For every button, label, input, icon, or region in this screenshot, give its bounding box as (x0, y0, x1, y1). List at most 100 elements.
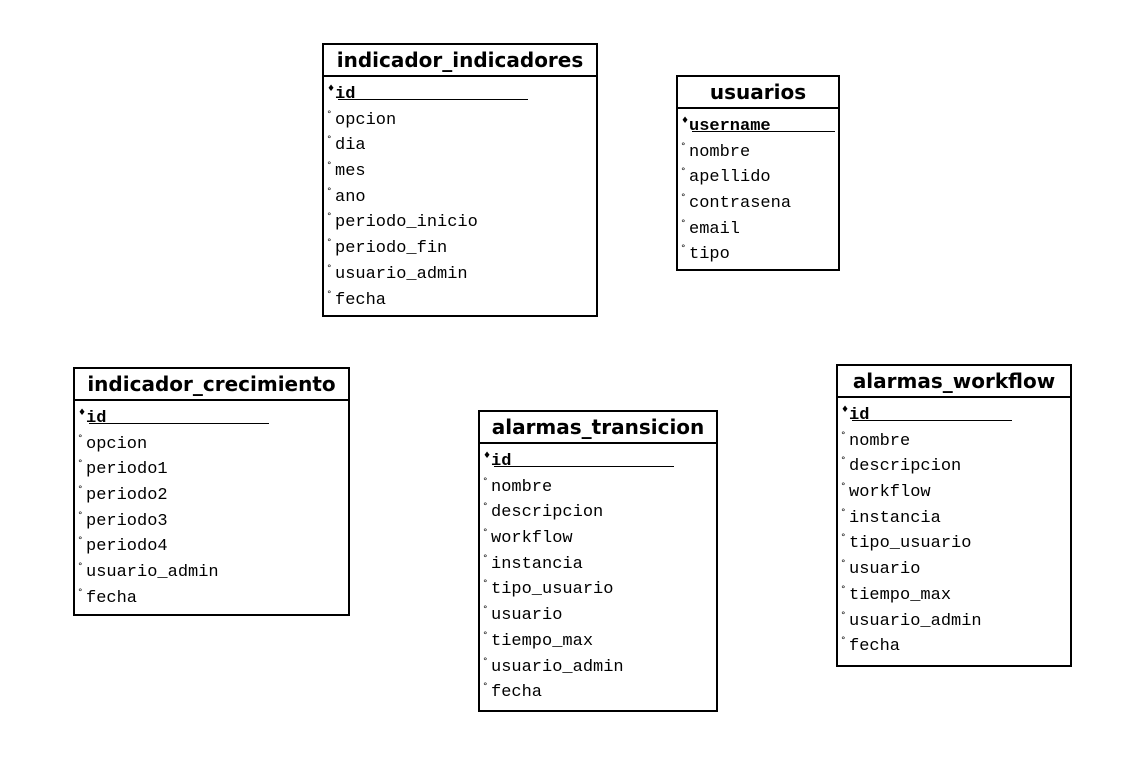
attribute-marker-icon: ° (841, 533, 846, 544)
attribute: °usuario_admin (75, 555, 348, 583)
attribute-marker-icon: ° (681, 218, 686, 229)
entity-indicador-indicadores[interactable]: indicador_indicadores ♦id°opcion°dia°mes… (322, 43, 598, 317)
attribute: °usuario (838, 552, 1070, 580)
attribute: °contrasena (678, 186, 838, 213)
attribute-marker-icon: ° (483, 630, 488, 641)
attribute-marker-icon: ° (483, 528, 488, 539)
attribute: °periodo_inicio (324, 205, 596, 232)
entity-usuarios[interactable]: usuarios ♦username°nombre°apellido°contr… (676, 75, 840, 271)
attribute: °periodo4 (75, 529, 348, 557)
attribute: °usuario_admin (838, 604, 1070, 631)
attribute: °tipo_usuario (480, 572, 716, 599)
attribute-name: descripcion (849, 457, 962, 477)
attribute-marker-icon: ° (327, 238, 332, 249)
attribute-marker-icon: ° (841, 430, 846, 441)
attribute-name: opcion (86, 434, 148, 454)
attribute-name: usuario (849, 560, 921, 580)
attribute-marker-icon: ° (841, 584, 846, 595)
attribute: °fecha (480, 675, 716, 702)
attribute-name: instancia (491, 554, 583, 574)
attribute-name: fecha (86, 588, 138, 608)
attribute-name: periodo_fin (335, 239, 448, 259)
attribute-marker-icon: ° (327, 109, 332, 120)
attribute-name: id (849, 406, 870, 425)
primary-key-underline (338, 99, 528, 100)
key-marker-icon: ♦ (327, 84, 336, 94)
attribute-marker-icon: ° (841, 610, 846, 621)
attribute: °workflow (838, 475, 1070, 503)
attribute-name: tiempo_max (849, 585, 952, 605)
key-marker-icon: ♦ (841, 405, 850, 415)
attribute-name: periodo4 (86, 537, 168, 557)
attribute-marker-icon: ° (483, 502, 488, 513)
attribute-name: id (86, 409, 107, 428)
attribute-marker-icon: ° (327, 289, 332, 300)
attribute: °tipo (678, 237, 838, 265)
attribute-name: periodo3 (86, 511, 168, 531)
attribute-name: workflow (849, 483, 931, 503)
key-marker-icon: ♦ (78, 408, 87, 418)
attribute-marker-icon: ° (78, 485, 83, 496)
attribute-name: usuario_admin (491, 657, 624, 677)
entity-title: alarmas_transicion (480, 412, 716, 444)
attribute-marker-icon: ° (78, 459, 83, 470)
attribute: °fecha (75, 581, 348, 608)
attribute-marker-icon: ° (483, 476, 488, 487)
attribute-marker-icon: ° (327, 186, 332, 197)
primary-key-attribute: ♦id (838, 398, 1070, 425)
attribute-name: fecha (849, 637, 901, 657)
primary-key-attribute: ♦id (324, 77, 596, 104)
attribute-marker-icon: ° (483, 553, 488, 564)
attribute: °apellido (678, 160, 838, 188)
attribute-marker-icon: ° (78, 562, 83, 573)
attribute-marker-icon: ° (681, 193, 686, 204)
attribute-name: opcion (335, 110, 397, 130)
attribute-name: instancia (849, 508, 941, 528)
primary-key-underline (494, 466, 674, 467)
entity-alarmas-workflow[interactable]: alarmas_workflow ♦id°nombre°descripcion°… (836, 364, 1072, 667)
attribute-marker-icon: ° (483, 656, 488, 667)
attribute-name: usuario_admin (335, 264, 468, 284)
attribute-marker-icon: ° (78, 536, 83, 547)
attribute-name: periodo1 (86, 460, 168, 480)
entity-title: indicador_indicadores (324, 45, 596, 77)
attribute: °usuario (480, 598, 716, 625)
attribute-name: workflow (491, 529, 573, 549)
entity-indicador-crecimiento[interactable]: indicador_crecimiento ♦id°opcion°periodo… (73, 367, 350, 616)
attribute-marker-icon: ° (681, 244, 686, 255)
attribute: °dia (324, 128, 596, 156)
attribute-marker-icon: ° (841, 559, 846, 570)
attribute: °opcion (324, 103, 596, 130)
attribute-marker-icon: ° (327, 212, 332, 223)
attribute-name: tipo_usuario (849, 534, 972, 554)
attribute-name: tipo (689, 245, 730, 265)
attribute-name: username (689, 117, 771, 136)
attribute: °periodo2 (75, 478, 348, 505)
attribute-name: dia (335, 136, 366, 156)
attribute-name: usuario_admin (86, 563, 219, 583)
attribute: °periodo1 (75, 452, 348, 480)
attribute: °tiempo_max (480, 624, 716, 651)
attribute-marker-icon: ° (681, 141, 686, 152)
attribute-list: ♦id°nombre°descripcion°workflow°instanci… (838, 398, 1070, 657)
attribute-marker-icon: ° (327, 135, 332, 146)
attribute-name: id (491, 452, 512, 471)
attribute: °email (678, 212, 838, 239)
attribute-marker-icon: ° (327, 263, 332, 274)
primary-key-attribute: ♦id (75, 401, 348, 428)
attribute-marker-icon: ° (841, 507, 846, 518)
attribute-name: apellido (689, 168, 771, 188)
attribute-name: fecha (335, 290, 387, 310)
attribute-marker-icon: ° (78, 433, 83, 444)
attribute-name: tiempo_max (491, 631, 594, 651)
attribute: °periodo_fin (324, 231, 596, 259)
attribute-name: email (689, 219, 741, 239)
primary-key-attribute: ♦username (678, 109, 838, 136)
attribute-marker-icon: ° (483, 682, 488, 693)
entity-title: alarmas_workflow (838, 366, 1070, 398)
attribute-name: descripcion (491, 503, 604, 523)
attribute-name: ano (335, 187, 366, 207)
attribute: °tipo_usuario (838, 526, 1070, 554)
attribute: °opcion (75, 427, 348, 454)
entity-alarmas-transicion[interactable]: alarmas_transicion ♦id°nombre°descripcio… (478, 410, 718, 712)
